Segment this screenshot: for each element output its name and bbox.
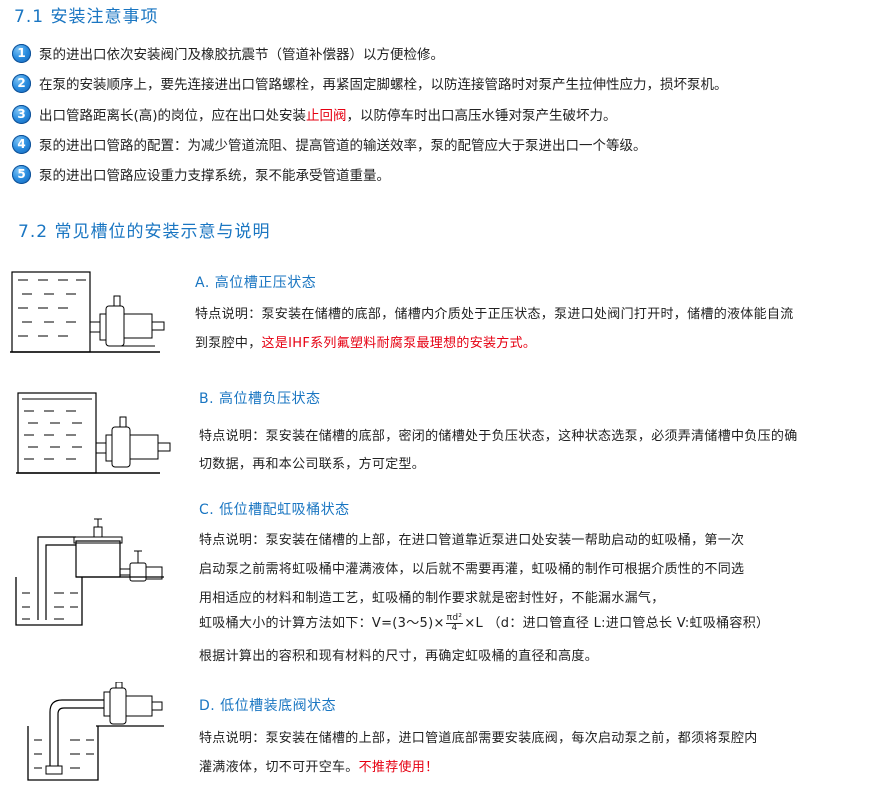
number-badge-icon: 3 xyxy=(12,104,31,124)
list-item-text: 泵的进出口管路应设重力支撑系统，泵不能承受管道重量。 xyxy=(39,168,390,184)
description-line: 特点说明：泵安装在储槽的底部，储槽内介质处于正压状态，泵进口处阀门打开时，储槽的… xyxy=(195,307,794,322)
figure-high-tank-positive-pressure xyxy=(10,271,165,353)
description-line: 特点说明：泵安装在储槽的底部，密闭的储槽处于负压状态，这种状态选泵，必须弄清储槽… xyxy=(199,429,798,444)
description-line: 切数据，再和本公司联系，方可定型。 xyxy=(199,457,426,472)
list-item-text: 泵的进出口依次安装阀门及橡胶抗震节（管道补偿器）以方便检修。 xyxy=(39,47,444,63)
warning-not-recommended: 不推荐使用！ xyxy=(358,760,439,775)
number-badge-icon: 4 xyxy=(12,134,31,154)
figure-high-tank-negative-pressure xyxy=(16,392,171,474)
list-item: 2 在泵的安装顺序上，要先连接进出口管路螺栓，再紧固定脚螺栓，以防连接管路时对泵… xyxy=(12,72,728,94)
subsection-title-b: B. 高位槽负压状态 xyxy=(199,391,321,407)
section-title-tank-installation: 7.2 常见槽位的安装示意与说明 xyxy=(18,222,271,242)
list-item-text: 泵的进出口管路的配置：为减少管道流阻、提高管道的输送效率，泵的配管应大于泵进出口… xyxy=(39,138,647,154)
list-item-text: 在泵的安装顺序上，要先连接进出口管路螺栓，再紧固定脚螺栓，以防连接管路时对泵产生… xyxy=(39,77,728,93)
description-line: 用相适应的材料和制造工艺，虹吸桶的制作要求就是密封性好，不能漏水漏气， xyxy=(199,591,665,606)
number-badge-icon: 2 xyxy=(12,73,31,93)
description-line: 特点说明：泵安装在储槽的上部，进口管道底部需要安装底阀，每次启动泵之前，都须将泵… xyxy=(199,731,758,746)
highlight-check-valve: 止回阀 xyxy=(306,108,347,124)
list-item: 4 泵的进出口管路的配置：为减少管道流阻、提高管道的输送效率，泵的配管应大于泵进… xyxy=(12,133,647,155)
list-item: 3 出口管路距离长(高)的岗位，应在出口处安装止回阀，以防停车时出口高压水锤对泵… xyxy=(12,103,617,125)
description-line: 根据计算出的容积和现有材料的尺寸，再确定虹吸桶的直径和高度。 xyxy=(199,649,599,664)
description-line: 启动泵之前需将虹吸桶中灌满液体，以后就不需要再灌，虹吸桶的制作可根据介质性的不同… xyxy=(199,562,745,577)
section-title-install-notes: 7.1 安装注意事项 xyxy=(14,7,159,27)
description-line: 到泵腔中，这是IHF系列氟塑料耐腐泵最理想的安装方式。 xyxy=(195,336,537,351)
description-line: 灌满液体，切不可开空车。不推荐使用！ xyxy=(199,760,439,775)
subsection-title-a: A. 高位槽正压状态 xyxy=(195,275,317,291)
number-badge-icon: 5 xyxy=(12,164,31,184)
number-badge-icon: 1 xyxy=(12,43,31,63)
list-item: 5 泵的进出口管路应设重力支撑系统，泵不能承受管道重量。 xyxy=(12,163,390,185)
list-item: 1 泵的进出口依次安装阀门及橡胶抗震节（管道补偿器）以方便检修。 xyxy=(12,42,444,64)
description-line: 特点说明：泵安装在储槽的上部，在进口管道靠近泵进口处安装一帮助启动的虹吸桶，第一… xyxy=(199,533,745,548)
figure-low-tank-foot-valve xyxy=(27,682,164,781)
subsection-title-c: C. 低位槽配虹吸桶状态 xyxy=(199,502,350,518)
figure-low-tank-siphon xyxy=(15,518,164,626)
list-item-text: 出口管路距离长(高)的岗位，应在出口处安装止回阀，以防停车时出口高压水锤对泵产生… xyxy=(39,108,617,124)
highlight-ideal-install: 这是IHF系列氟塑料耐腐泵最理想的安装方式。 xyxy=(261,336,537,351)
subsection-title-d: D. 低位槽装底阀状态 xyxy=(199,698,337,714)
